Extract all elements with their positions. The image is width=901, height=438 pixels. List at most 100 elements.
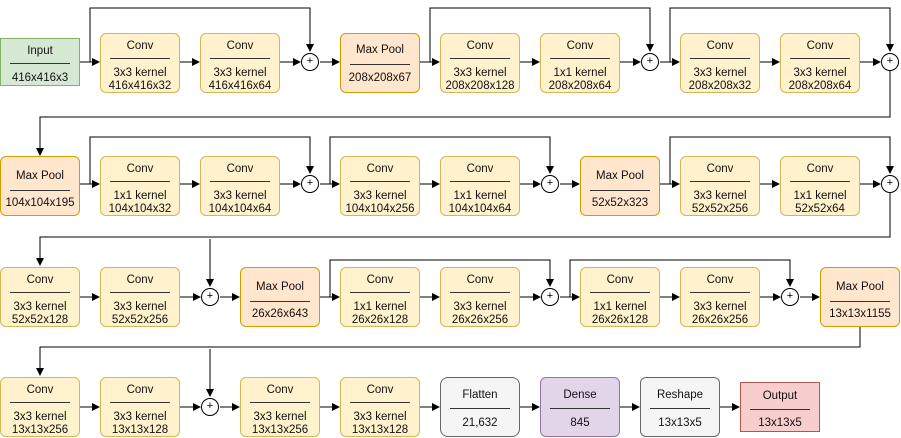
node-kernel: 3x3 kernel [453,67,507,79]
divider [550,408,610,409]
node-kernel: 3x3 kernel [253,411,307,423]
node-title: Conv [366,384,394,396]
divider [10,292,70,293]
node-kernel: 3x3 kernel [453,301,507,313]
divider [250,301,310,302]
node-shape: 52x52x64 [795,203,845,215]
node-kernel: 1x1 kernel [113,190,167,202]
conv-node: Conv 1x1 kernel 52x52x64 [780,156,860,216]
node-shape: 13x13x1155 [829,308,891,320]
conv-node: Conv 3x3 kernel 26x26x256 [680,267,760,327]
divider [110,292,170,293]
node-title: Max Pool [356,44,404,56]
node-kernel: 3x3 kernel [693,67,747,79]
node-title: Conv [706,163,734,175]
reshape-node: Reshape 13x13x5 [640,377,720,437]
node-title: Conv [26,384,54,396]
add-node: + [201,398,219,416]
node-title: Conv [226,40,254,52]
node-kernel: 3x3 kernel [793,67,847,79]
add-node: + [641,53,659,71]
node-title: Dense [563,389,597,401]
divider [690,181,750,182]
node-shape: 13x13x128 [351,424,409,436]
node-title: Max Pool [16,170,64,182]
node-shape: 13x13x256 [251,424,309,436]
maxpool-node: Max Pool 104x104x195 [0,156,80,216]
node-shape: 208x208x67 [348,72,412,84]
node-shape: 26x26x256 [691,314,749,326]
node-title: Input [27,45,53,57]
node-title: Flatten [462,389,498,401]
node-title: Conv [466,274,494,286]
node-shape: 104x104x64 [208,203,272,215]
node-kernel: 3x3 kernel [353,190,407,202]
conv-node: Conv 3x3 kernel 13x13x256 [0,377,80,437]
node-title: Conv [126,40,154,52]
divider [690,292,750,293]
add-node: + [201,288,219,306]
divider [650,408,710,409]
divider [690,58,750,59]
node-kernel: 3x3 kernel [693,190,747,202]
divider [790,58,850,59]
node-title: Output [762,390,798,402]
node-shape: 208x208x32 [688,80,752,92]
node-kernel: 3x3 kernel [113,301,167,313]
node-title: Conv [466,163,494,175]
node-shape: 26x26x128 [591,314,649,326]
node-kernel: 3x3 kernel [213,190,267,202]
node-kernel: 1x1 kernel [593,301,647,313]
add-node: + [301,53,319,71]
node-title: Conv [706,40,734,52]
conv-node: Conv 1x1 kernel 26x26x128 [340,267,420,327]
conv-node: Conv 3x3 kernel 208x208x128 [440,33,520,93]
divider [110,58,170,59]
node-kernel: 3x3 kernel [213,67,267,79]
node-shape: 13x13x256 [11,424,69,436]
node-shape: 21,632 [462,417,498,429]
node-shape: 416x416x3 [11,72,69,84]
node-shape: 104x104x256 [345,203,415,215]
conv-node: Conv 3x3 kernel 416x416x64 [200,33,280,93]
node-kernel: 3x3 kernel [13,411,67,423]
divider [250,402,310,403]
node-shape: 13x13x5 [658,417,702,429]
conv-node: Conv 3x3 kernel 52x52x256 [100,267,180,327]
node-title: Conv [366,163,394,175]
conv-node: Conv 3x3 kernel 52x52x128 [0,267,80,327]
divider [10,190,70,191]
node-title: Conv [366,274,394,286]
divider [790,181,850,182]
node-shape: 845 [570,417,590,429]
node-shape: 208x208x64 [548,80,612,92]
conv-node: Conv 3x3 kernel 13x13x128 [100,377,180,437]
conv-node: Conv 3x3 kernel 13x13x256 [240,377,320,437]
node-shape: 26x26x128 [351,314,409,326]
node-kernel: 1x1 kernel [553,67,607,79]
conv-node: Conv 3x3 kernel 52x52x256 [680,156,760,216]
node-shape: 13x13x128 [111,424,169,436]
divider [350,402,410,403]
divider [350,292,410,293]
divider [210,181,270,182]
conv-node: Conv 3x3 kernel 13x13x128 [340,377,420,437]
node-shape: 208x208x64 [788,80,852,92]
conv-node: Conv 3x3 kernel 104x104x64 [200,156,280,216]
node-title: Conv [806,40,834,52]
node-title: Conv [126,163,154,175]
add-node: + [881,175,899,193]
node-shape: 52x52x323 [591,197,649,209]
divider [450,181,510,182]
conv-node: Conv 3x3 kernel 104x104x256 [340,156,420,216]
node-title: Conv [706,274,734,286]
node-shape: 52x52x128 [11,314,69,326]
node-shape: 104x104x32 [108,203,172,215]
divider [110,181,170,182]
conv-node: Conv 1x1 kernel 26x26x128 [580,267,660,327]
node-title: Conv [606,274,634,286]
add-node: + [541,288,559,306]
node-kernel: 3x3 kernel [353,411,407,423]
divider [450,58,510,59]
